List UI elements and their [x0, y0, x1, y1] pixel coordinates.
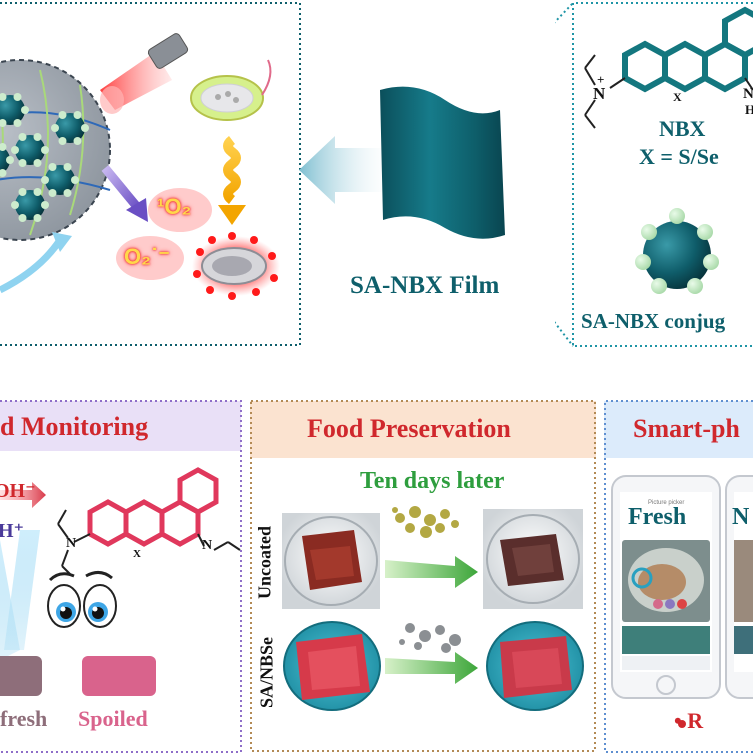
bottom-label: • R [674, 708, 704, 733]
chem-n-plus: N [593, 84, 606, 103]
film-illustration [295, 70, 565, 310]
screen-header: Picture picker [648, 500, 685, 506]
smartphone-panel: Smart-ph Picture picker Fresh N • R [604, 400, 753, 754]
dead-bacterium-icon [192, 232, 280, 300]
conjugate-sphere [11, 188, 49, 222]
nbx-formula: X = S/Se [639, 144, 719, 169]
dye-structure [87, 467, 219, 547]
uncoated-row-label: Uncoated [254, 526, 275, 599]
smartphone-title: Smart-ph [633, 414, 740, 443]
coated-row-label: SA/NBSe [256, 637, 277, 709]
conjugate-sphere [51, 111, 89, 145]
phone-fresh [611, 475, 721, 699]
spoiled-label: Spoiled [78, 706, 148, 731]
chem-h: H [745, 102, 753, 117]
conjugate-sphere [0, 93, 29, 127]
chem-x-bottom: X [133, 548, 141, 560]
chem-n2: N [202, 538, 213, 553]
purple-arrow [101, 165, 148, 222]
conjugate-sphere [11, 133, 49, 167]
coated-after-dish [486, 621, 584, 711]
preservation-panel: Food Preservation Ten days later Uncoate… [250, 400, 598, 754]
uncoated-before-dish [282, 513, 380, 609]
chem-x: X [673, 90, 682, 104]
oh-label: OH⁻ [0, 480, 36, 502]
structure-panel: N + X N H NBX X = S/Se SA-NBX conjug [555, 0, 753, 350]
chem-n-right: N [743, 86, 753, 102]
monitoring-panel: d Monitoring OH⁻ H⁺ N X N fresh Spoiled [0, 400, 243, 754]
eyes-icon [47, 571, 117, 628]
yellow-arrow [218, 136, 246, 225]
phone-second-label: N [732, 504, 750, 530]
gray-spores-icon [399, 623, 461, 653]
fresh-label: fresh [0, 706, 48, 731]
nbx-name: NBX [659, 116, 706, 141]
chem-plus: + [597, 72, 605, 87]
laser-icon [100, 33, 189, 114]
conjugate-sphere [41, 163, 79, 197]
conjugate-sphere-icon [635, 208, 719, 294]
conjugate-spheres [0, 93, 89, 222]
ten-days-label: Ten days later [360, 468, 505, 494]
superoxide-label: O₂˙⁻ [124, 244, 170, 269]
bacterium-icon [190, 59, 272, 121]
mechanism-panel: ¹O₂ O₂˙⁻ [0, 0, 302, 347]
singlet-oxygen-label: ¹O₂ [157, 194, 192, 219]
conjugate-sphere [0, 143, 14, 177]
h-label: H⁺ [0, 520, 25, 542]
preservation-title: Food Preservation [307, 414, 511, 443]
coated-before-dish [283, 621, 381, 711]
phone-second [725, 475, 753, 699]
nbx-structure [622, 6, 753, 93]
mold-spores-icon [392, 506, 459, 538]
monitoring-title: d Monitoring [0, 412, 149, 441]
spoiled-swatch [82, 656, 156, 696]
film-label: SA-NBX Film [350, 272, 500, 299]
fresh-swatch [0, 656, 42, 696]
uncoated-after-dish [483, 509, 583, 609]
conjugate-label: SA-NBX conjug [581, 309, 726, 333]
phone-fresh-label: Fresh [628, 504, 687, 530]
chem-n: N [66, 536, 77, 551]
